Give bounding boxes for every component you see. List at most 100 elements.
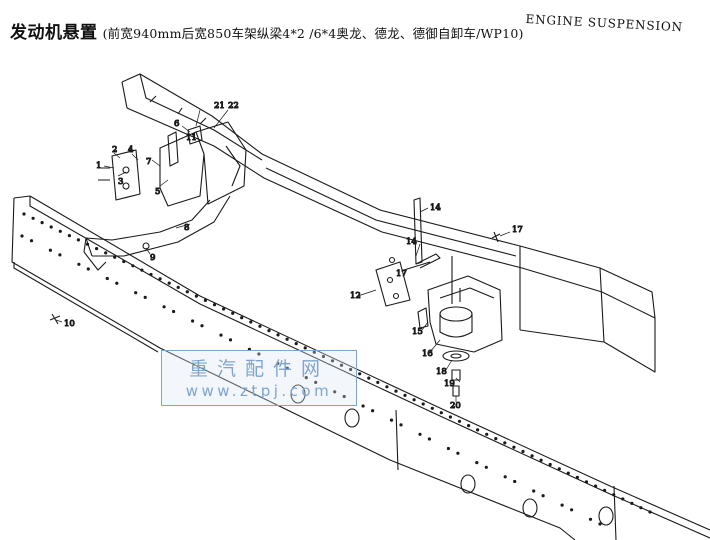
rivet-hole (194, 294, 198, 298)
callout-1: 1 (96, 161, 101, 171)
rivet-hole (240, 316, 244, 320)
rivet-hole (639, 506, 643, 510)
diagram-title: 发动机悬置 (前宽940mm后宽850车架纵梁4*2 /6*4奥龙、德龙、德御自… (10, 18, 524, 43)
title-main: 发动机悬置 (10, 23, 98, 43)
rivet-hole (503, 475, 507, 479)
leader-lines (55, 109, 511, 402)
callout-20: 20 (450, 401, 461, 411)
rivet-hole (439, 411, 443, 415)
rivet-hole (403, 393, 407, 397)
rear-mount-assembly (375, 197, 503, 397)
rivet-hole (367, 376, 371, 380)
rivet-hole (95, 247, 99, 251)
rivet-hole (361, 404, 365, 408)
rivet-hole (40, 221, 44, 225)
rivet-hole (20, 234, 24, 238)
rivet-hole (330, 359, 335, 363)
frame-oval-hole (290, 384, 306, 404)
rivet-hole (457, 419, 462, 423)
rivet-hole (158, 277, 162, 281)
rivet-hole (58, 253, 62, 257)
rivet-hole (358, 372, 362, 376)
frame-rivet-holes (20, 212, 652, 526)
rivet-hole (485, 432, 489, 436)
rear-frame-rail (121, 73, 656, 373)
rivet-hole (412, 398, 416, 402)
callout-22: 22 (228, 101, 239, 111)
callout-19: 19 (444, 379, 455, 389)
rivet-hole (446, 446, 450, 451)
rivet-hole (430, 406, 434, 410)
callout-9: 9 (150, 253, 155, 263)
frame-oval-hole (522, 498, 538, 518)
rivet-hole (191, 319, 195, 323)
rivet-hole (349, 367, 353, 372)
rivet-hole (49, 225, 53, 229)
rivet-hole (612, 493, 616, 497)
rivet-hole (222, 307, 226, 311)
callout-21: 21 (214, 101, 225, 111)
callout-6: 6 (174, 119, 179, 129)
frame-oval-hole (460, 474, 476, 494)
rivet-hole (304, 376, 308, 380)
rivet-hole (421, 402, 425, 406)
rivet-hole (172, 309, 176, 314)
callout-12: 12 (350, 291, 361, 301)
rivet-hole (185, 290, 189, 294)
rivet-hole (456, 451, 460, 455)
rivet-hole (131, 264, 135, 268)
rivet-hole (122, 259, 126, 264)
rivet-hole (399, 423, 403, 427)
rivet-hole (339, 363, 344, 367)
callout-14-upper: 14 (430, 203, 441, 213)
rivet-hole (200, 324, 204, 328)
rivet-hole (603, 488, 607, 492)
rivet-hole (29, 239, 34, 243)
rivet-hole (249, 320, 253, 324)
rivet-hole (570, 508, 574, 512)
rivet-hole (134, 291, 138, 295)
rivet-hole (212, 303, 217, 307)
rivet-hole (427, 437, 431, 441)
rivet-hole (376, 380, 380, 384)
rivet-hole (494, 437, 498, 441)
rivet-hole (231, 311, 235, 315)
rivet-hole (648, 510, 652, 514)
callout-2: 2 (112, 145, 117, 155)
watermark: 重汽配件网 www.ztpj.com (161, 350, 357, 406)
rivet-hole (22, 212, 26, 216)
callout-14-lower: 14 (406, 237, 417, 247)
rivet-hole (548, 462, 552, 467)
rivet-hole (621, 497, 625, 501)
callout-15: 15 (412, 327, 423, 337)
rivet-hole (257, 352, 261, 356)
rivet-hole (31, 216, 35, 220)
callout-17-right: 17 (512, 225, 523, 235)
title-subtitle: (前宽940mm后宽850车架纵梁4*2 /6*4奥龙、德龙、德御自卸车/WP1… (102, 26, 524, 41)
rivet-hole (67, 234, 71, 238)
rivet-hole (484, 465, 488, 469)
rivet-hole (394, 389, 398, 393)
rivet-hole (314, 380, 318, 384)
rivet-hole (149, 272, 153, 277)
callout-8: 8 (184, 223, 189, 233)
rivet-hole (86, 267, 90, 271)
rivet-hole (76, 238, 80, 242)
frame-oval-hole (344, 408, 360, 428)
rivet-hole (342, 394, 346, 399)
rivet-hole (143, 295, 147, 299)
front-mount-bracket (83, 121, 247, 271)
frame-oval-hole (598, 506, 614, 526)
rivet-hole (228, 338, 233, 342)
rivet-hole (557, 467, 561, 471)
rivet-hole (503, 441, 507, 445)
rivet-hole (203, 298, 207, 302)
rivet-hole (162, 305, 166, 309)
rivet-hole (115, 281, 119, 285)
rivet-hole (258, 324, 262, 328)
rivet-hole (389, 418, 394, 422)
rivet-hole (512, 445, 516, 449)
rivet-hole (77, 262, 81, 266)
